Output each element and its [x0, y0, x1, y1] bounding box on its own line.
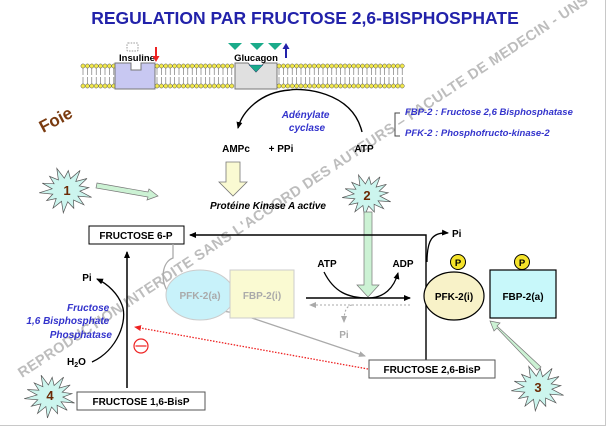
- organ-label: Foie: [36, 103, 76, 136]
- metabolite-ampc: AMPc: [222, 144, 250, 155]
- metabolite-f16bp: FRUCTOSE 1,6-BisP: [92, 397, 189, 408]
- metabolite-f16bp-box: FRUCTOSE 1,6-BisP: [76, 391, 206, 411]
- fbpase1-pi-label: Pi: [82, 273, 92, 284]
- phospho-adp-label: ADP: [392, 259, 413, 270]
- faded-pi-arrow: [341, 304, 353, 323]
- inhibition-icon: [133, 338, 149, 354]
- glucagon-receptor: Glucagon: [228, 43, 290, 90]
- fbp2-active-label: FBP-2(a): [502, 292, 543, 303]
- water-to-pi-curve: [91, 278, 125, 363]
- inhibition-arrow: [134, 325, 369, 370]
- pka-activation-arrow: [218, 161, 248, 197]
- atp-to-adp-curve: [323, 271, 400, 299]
- step-1-star: [39, 167, 92, 215]
- phospho-badge-fbp2-label: P: [519, 258, 526, 269]
- phospho-atp-label: ATP: [317, 259, 337, 270]
- enzyme-line1: Adénylate: [281, 110, 330, 121]
- metabolite-ppi: + PPi: [269, 144, 294, 155]
- glucagon-triangle-icon: [250, 43, 264, 50]
- metabolite-f26bp-box: FRUCTOSE 2,6-BisP: [368, 359, 496, 379]
- water-label: H2O: [67, 357, 86, 369]
- enzyme-complex-phosphorylated: PFK-2(i) FBP-2(a) P P: [423, 254, 557, 321]
- fbpase1-line1: Fructose: [67, 303, 110, 314]
- insulin-ligand-icon: [126, 42, 139, 52]
- phospho-badge-pfk2-label: P: [455, 258, 462, 269]
- enzyme-complex-dephosphorylated: PFK-2(a) FBP-2(i): [165, 269, 295, 321]
- pfk2-pi-release-arrow: [426, 229, 449, 263]
- metabolite-f26bp: FRUCTOSE 2,6-BisP: [383, 365, 480, 376]
- pfk2-active-label: PFK-2(a): [179, 291, 220, 302]
- starburst-shape: [39, 167, 92, 215]
- enzyme-adenylate-cyclase: Adénylate cyclase: [281, 110, 333, 134]
- insulin-receptor: Insuline: [114, 42, 160, 90]
- fbpase1-line3: Phosphatase: [50, 330, 113, 341]
- step-4-number: 4: [46, 388, 54, 403]
- cell-membrane: [80, 63, 405, 89]
- pfk2-inactive-label: PFK-2(i): [435, 292, 473, 303]
- f26bp-to-f6p-line: [189, 232, 427, 360]
- step-3-arrow: [489, 320, 542, 371]
- pi-release-label: Pi: [452, 229, 462, 240]
- step-1-number: 1: [63, 183, 70, 198]
- step-4-star: [24, 374, 75, 419]
- arrow-up-icon: [282, 43, 290, 58]
- metabolite-atp: ATP: [354, 144, 374, 155]
- metabolite-f6p: FRUCTOSE 6-P: [99, 231, 172, 242]
- phospho-badge-fbp2: [514, 254, 530, 270]
- legend-bracket: [394, 112, 400, 137]
- step-1-arrow: [95, 182, 159, 201]
- pfk2-inactive-oval: [423, 271, 485, 321]
- arrow-down-icon: [152, 47, 160, 62]
- page-title: REGULATION PAR FRUCTOSE 2,6-BISPHOSPHATE: [91, 8, 519, 28]
- metabolite-f6p-box: FRUCTOSE 6-P: [88, 225, 185, 245]
- glucagon-triangle-icon: [268, 43, 282, 50]
- glucagon-label: Glucagon: [234, 53, 278, 64]
- step-3-number: 3: [534, 380, 541, 395]
- fbp2-inactive-label: FBP-2(i): [243, 291, 281, 302]
- step-3-star: [511, 365, 564, 413]
- fbpase1-enzyme-label: Fructose 1,6 Bisphosphate Phosphatase: [26, 303, 112, 341]
- fbpase1-line2: 1,6 Bisphosphate: [26, 316, 109, 327]
- fbp2-active-box: [489, 269, 557, 319]
- starburst-shape: [24, 374, 75, 419]
- adenylate-cyclase-arc: [236, 88, 363, 133]
- glucagon-bound-triangle-icon: [248, 64, 264, 73]
- legend-fbp2: FBP-2 : Fructose 2,6 Bisphosphatase: [405, 107, 574, 118]
- glucagon-triangle-icon: [228, 43, 242, 50]
- fbp2-inactive-box: [229, 269, 295, 319]
- insulin-label: Insuline: [119, 53, 155, 64]
- enzyme-line2: cyclase: [289, 123, 326, 134]
- faded-pi-label: Pi: [339, 330, 349, 341]
- step-2-arrow: [356, 211, 380, 298]
- phospho-badge-pfk2: [450, 254, 466, 270]
- legend-pfk2: PFK-2 : Phosphofructo-kinase-2: [405, 128, 550, 139]
- step-2-number: 2: [363, 188, 370, 203]
- starburst-shape: [511, 365, 564, 413]
- pka-label: Protéine Kinase A active: [210, 201, 326, 212]
